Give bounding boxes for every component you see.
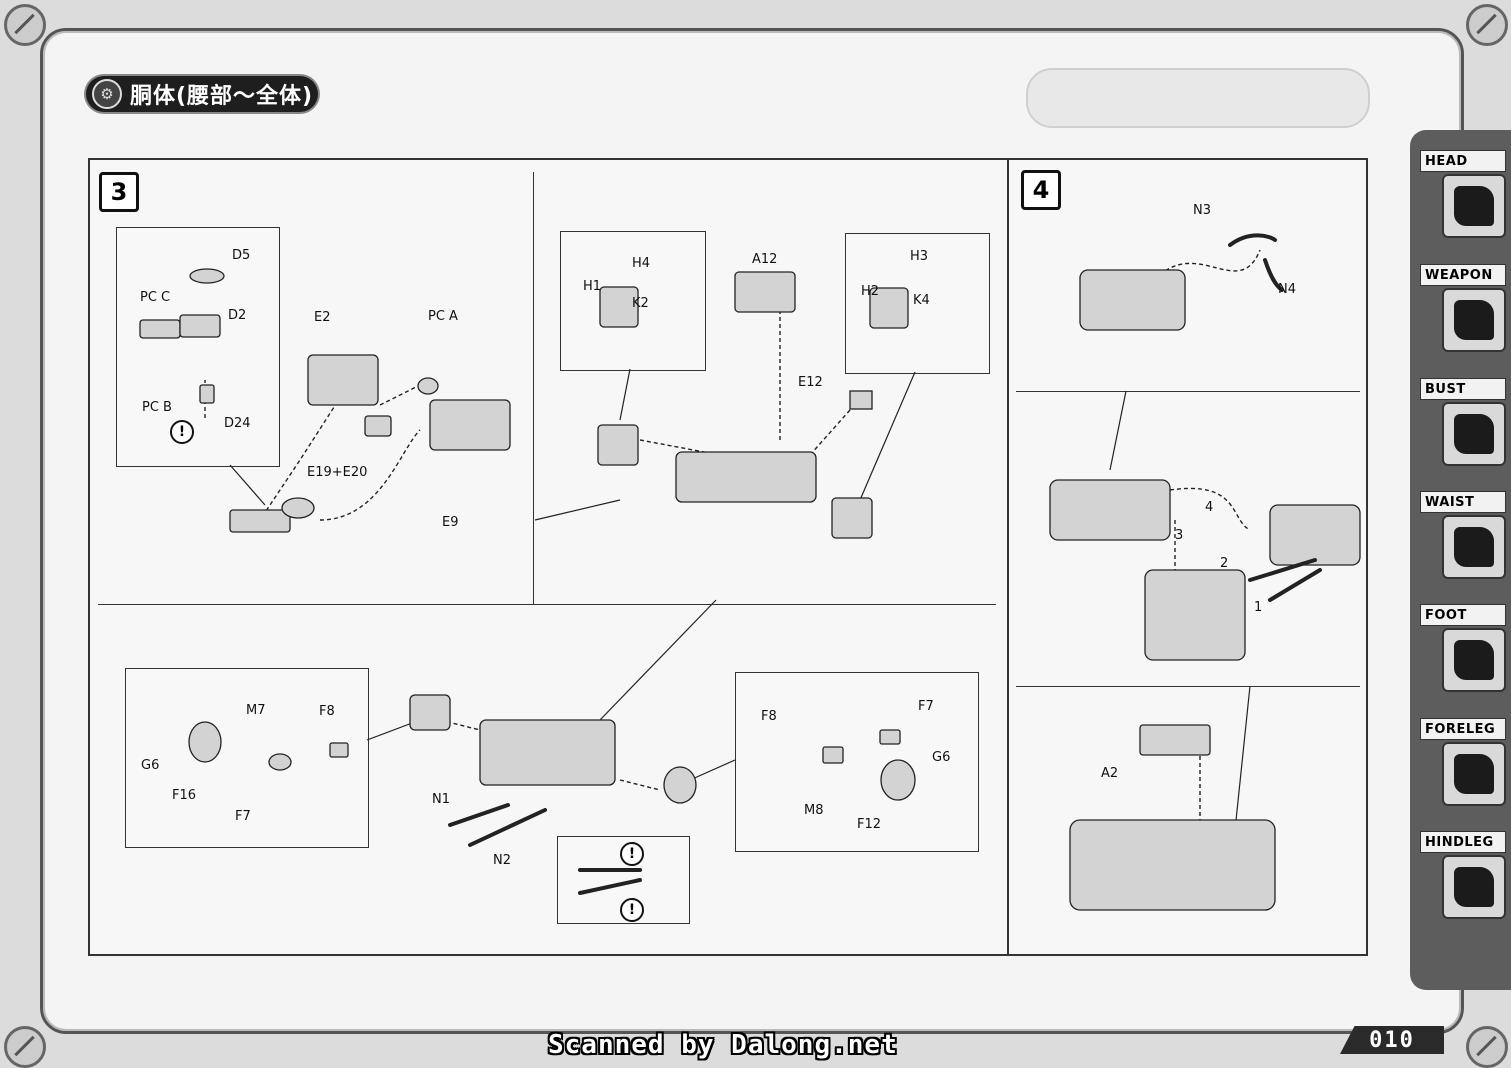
scan-watermark: Scanned by Dalong.net (548, 1030, 898, 1060)
part-label: E2 (314, 310, 331, 325)
part-label: E9 (442, 515, 459, 530)
page-number: 010 (1340, 1026, 1444, 1054)
part-label: G6 (932, 750, 951, 765)
part-label: K4 (913, 293, 930, 308)
part-label: M8 (804, 803, 824, 818)
part-label: D2 (228, 308, 247, 323)
part-label: N2 (493, 853, 511, 868)
tab-hindleg[interactable]: HINDLEG (1416, 827, 1508, 921)
part-label: F12 (857, 817, 882, 832)
part-label: F7 (918, 699, 934, 714)
tab-label: WEAPON (1420, 264, 1506, 286)
divider (1016, 686, 1360, 687)
part-label: PC A (428, 309, 458, 324)
tab-label: HINDLEG (1420, 831, 1506, 853)
part-label: PC B (142, 400, 172, 415)
step-number-4: 4 (1021, 170, 1061, 210)
warning-icon: ! (620, 842, 644, 866)
part-label: H4 (632, 256, 651, 271)
tab-foot[interactable]: FOOT (1416, 600, 1508, 694)
screw-icon (1466, 1026, 1508, 1068)
tab-waist[interactable]: WAIST (1416, 487, 1508, 581)
warning-icon: ! (170, 420, 194, 444)
part-label: N3 (1193, 203, 1211, 218)
warning-icon: ! (620, 898, 644, 922)
waist-icon (1442, 515, 1506, 579)
section-title: ⚙ 胴体(腰部〜全体) (86, 76, 318, 112)
faded-backprint (1026, 68, 1370, 128)
part-label: A2 (1101, 766, 1119, 781)
foreleg-icon (1442, 742, 1506, 806)
tab-head[interactable]: HEAD (1416, 146, 1508, 240)
tab-weapon[interactable]: WEAPON (1416, 260, 1508, 354)
part-label: K2 (632, 296, 649, 311)
foot-icon (1442, 628, 1506, 692)
head-icon (1442, 174, 1506, 238)
part-label: F7 (235, 809, 251, 824)
part-label: N1 (432, 792, 450, 807)
part-label: M7 (246, 703, 266, 718)
hindleg-icon (1442, 855, 1506, 919)
part-label: A12 (752, 252, 778, 267)
detail-inset (116, 227, 280, 467)
part-label: D5 (232, 248, 251, 263)
tab-label: BUST (1420, 378, 1506, 400)
screw-icon (4, 1026, 46, 1068)
order-marker: 4 (1205, 500, 1214, 515)
part-label: PC C (140, 290, 171, 305)
tab-bust[interactable]: BUST (1416, 374, 1508, 468)
part-label: H1 (583, 279, 602, 294)
part-label: F8 (319, 704, 335, 719)
tab-label: FORELEG (1420, 718, 1506, 740)
tab-foreleg[interactable]: FORELEG (1416, 714, 1508, 808)
detail-inset (125, 668, 369, 848)
section-title-text: 胴体(腰部〜全体) (130, 84, 314, 109)
tab-label: HEAD (1420, 150, 1506, 172)
part-label: H2 (861, 284, 880, 299)
tab-label: FOOT (1420, 604, 1506, 626)
part-label: F8 (761, 709, 777, 724)
part-label: E12 (798, 375, 823, 390)
divider (1016, 391, 1360, 392)
part-label: D24 (224, 416, 251, 431)
order-marker: 1 (1254, 600, 1263, 615)
weapon-icon (1442, 288, 1506, 352)
step-divider (1007, 158, 1009, 954)
step-number-3: 3 (99, 172, 139, 212)
tab-label: WAIST (1420, 491, 1506, 513)
detail-inset (845, 233, 990, 374)
part-label: F16 (172, 788, 197, 803)
gear-icon: ⚙ (92, 79, 122, 109)
screw-icon (1466, 4, 1508, 46)
part-label: H3 (910, 249, 929, 264)
order-marker: 3 (1175, 528, 1184, 543)
part-label: E19+E20 (307, 465, 368, 480)
divider (98, 604, 996, 605)
part-label: G6 (141, 758, 160, 773)
detail-inset (735, 672, 979, 852)
order-marker: 2 (1220, 556, 1229, 571)
bust-icon (1442, 402, 1506, 466)
screw-icon (4, 4, 46, 46)
part-label: N4 (1278, 282, 1296, 297)
divider (533, 172, 534, 604)
